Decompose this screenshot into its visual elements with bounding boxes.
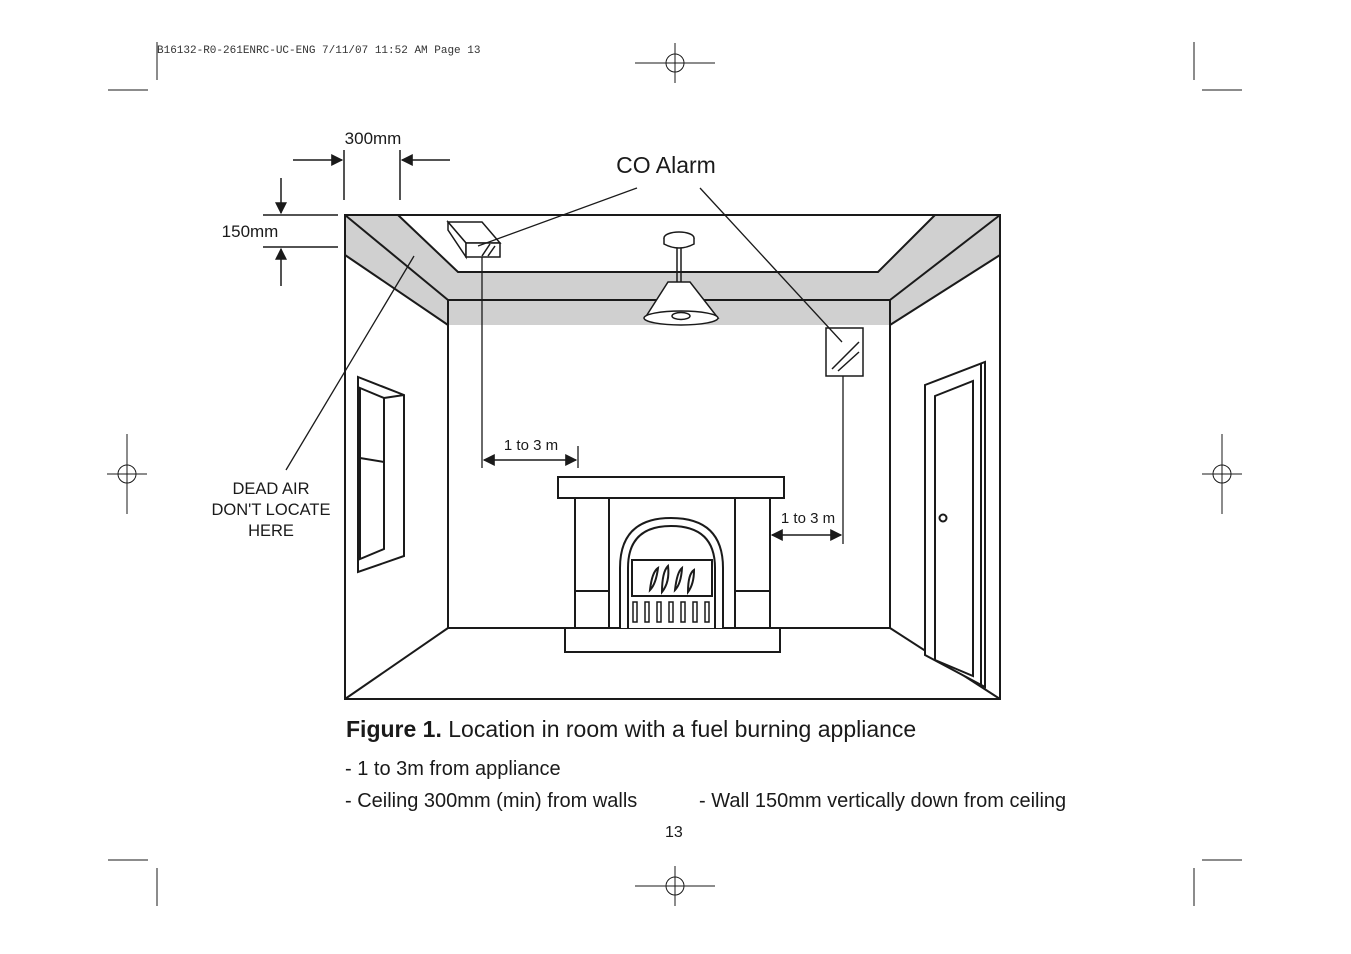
page-number: 13: [665, 824, 683, 841]
label-300mm: 300mm: [345, 129, 402, 148]
label-wall-distance: 1 to 3 m: [781, 510, 835, 527]
fireplace: [557, 476, 785, 653]
wall-co-alarm: [825, 327, 864, 377]
note-appliance: - 1 to 3m from appliance: [345, 758, 561, 780]
dead-air-leader: [285, 255, 415, 471]
dimension-lines: [263, 150, 843, 541]
note-ceiling: - Ceiling 300mm (min) from walls: [345, 790, 638, 812]
figure-text: Location in room with a fuel burning app…: [441, 716, 917, 742]
registration-marks: [107, 43, 1242, 906]
pendant-lamp: [643, 231, 720, 326]
label-dead-air-line2: DON'T LOCATE: [212, 501, 331, 519]
note-wall: - Wall 150mm vertically down from ceilin…: [699, 790, 1067, 812]
door: [924, 360, 986, 689]
crop-marks: [108, 42, 1242, 906]
leader-lines: [285, 187, 844, 544]
co-alarm-leader-wall: [699, 187, 843, 343]
label-co-alarm: CO Alarm: [616, 152, 716, 178]
figure-caption: Figure 1. Location in room with a fuel b…: [346, 716, 916, 743]
label-150mm: 150mm: [222, 222, 279, 241]
label-dead-air-line3: HERE: [248, 522, 294, 540]
print-slug: B16132-R0-261ENRC-UC-ENG 7/11/07 11:52 A…: [157, 45, 481, 57]
figure-label: Figure 1.: [346, 716, 442, 742]
ceiling-co-alarm: [446, 219, 502, 260]
co-alarm-leader-ceiling: [477, 187, 638, 247]
label-dead-air-line1: DEAD AIR: [232, 480, 309, 498]
label-ceiling-distance: 1 to 3 m: [504, 437, 558, 454]
window: [357, 375, 405, 574]
